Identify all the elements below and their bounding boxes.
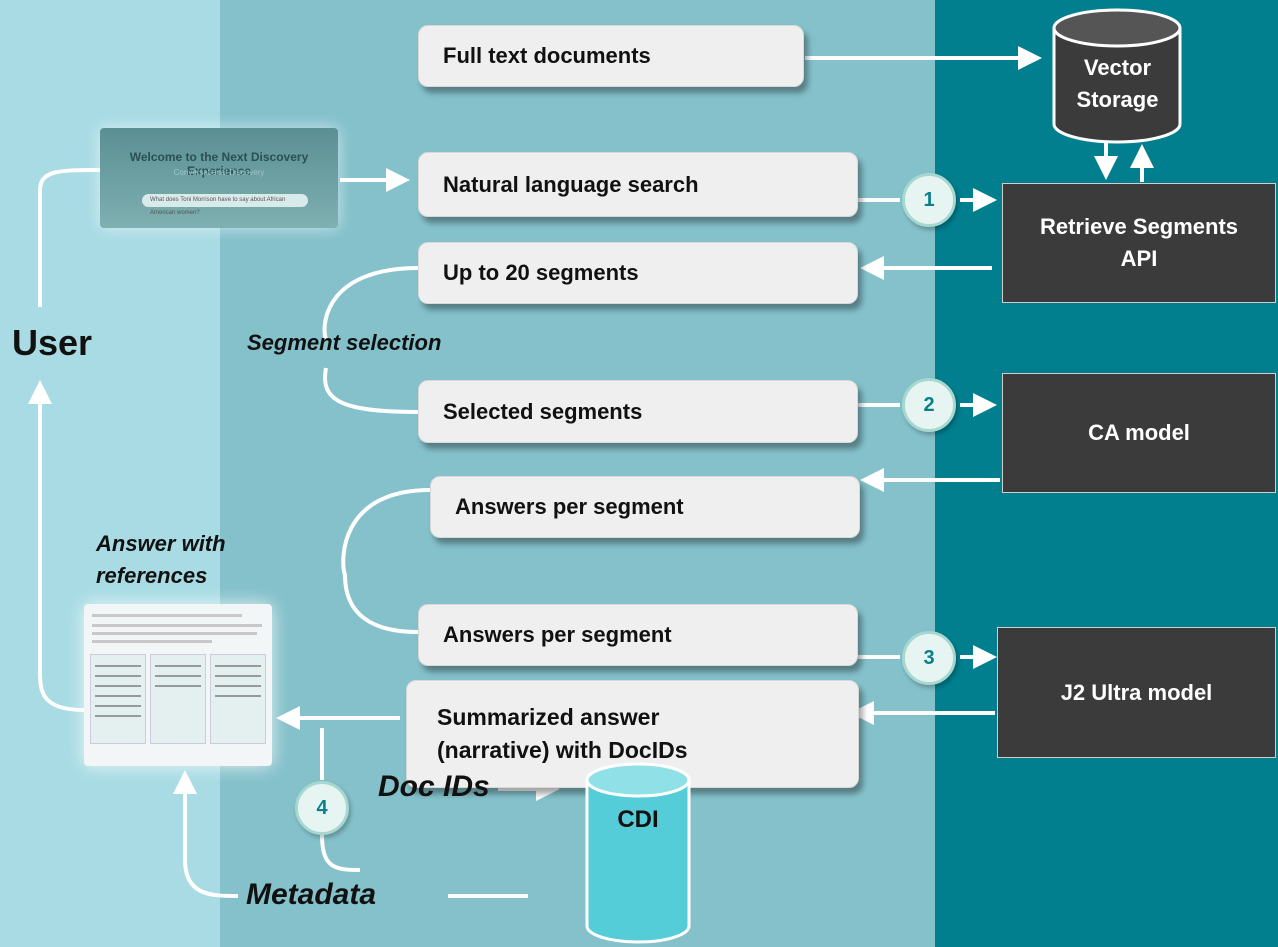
arrow-shot-user-up	[38, 168, 101, 307]
line-step4-docids	[320, 834, 361, 872]
answers-per-segment-box-2: Answers per segment	[418, 604, 858, 666]
user-label: User	[12, 322, 93, 363]
doc-ids-label: Doc IDs	[378, 770, 490, 803]
step-2-badge: 2	[902, 378, 956, 432]
answer-text-line	[92, 640, 212, 643]
answer-screenshot	[84, 604, 272, 766]
screenshot-query: What does Toni Morrison have to say abou…	[142, 194, 308, 216]
arrow-shot2-user	[28, 380, 85, 712]
j2-ultra-model-box: J2 Ultra model	[997, 627, 1276, 758]
answer-with-references-label: Answer with references	[96, 528, 226, 592]
cdi-label: CDI	[617, 806, 659, 833]
up-to-20-segments-box: Up to 20 segments	[418, 242, 858, 304]
screenshot-subtitle: Conversational Discovery	[173, 168, 265, 177]
discovery-screenshot: Welcome to the Next Discovery Experience…	[100, 128, 338, 228]
step-4-badge: 4	[295, 781, 349, 835]
answer-text-line	[92, 624, 262, 627]
answer-text-line	[92, 614, 242, 617]
full-text-documents-box: Full text documents	[418, 25, 804, 87]
natural-language-search-box: Natural language search	[418, 152, 858, 217]
vector-line-1: Vector	[1083, 55, 1152, 80]
vector-line-2: Storage	[1076, 86, 1159, 112]
arrow-metadata-shot	[173, 770, 239, 898]
answer-refs-line-1: Answer with	[96, 531, 226, 556]
ca-model-box: CA model	[1002, 373, 1276, 493]
retrieve-segments-api-box: Retrieve Segments API	[1002, 183, 1276, 303]
vector-storage-cylinder	[1052, 8, 1182, 144]
retrieve-line-2: API	[1120, 246, 1158, 271]
metadata-label: Metadata	[246, 878, 377, 911]
summarized-line-2: (narrative) with DocIDs	[437, 737, 688, 763]
selected-segments-box: Selected segments	[418, 380, 858, 443]
screenshot-title: Welcome to the Next Discovery Experience	[129, 150, 309, 178]
vector-storage-label: Vector Storage	[1050, 52, 1185, 116]
curve-answers	[341, 488, 431, 634]
step-3-badge: 3	[902, 631, 956, 685]
answer-refs-line-2: references	[96, 562, 208, 588]
reference-card	[210, 654, 266, 744]
answers-per-segment-box-1: Answers per segment	[430, 476, 860, 538]
retrieve-line-1: Retrieve Segments	[1039, 214, 1239, 240]
summarized-answer-box: Summarized answer (narrative) with DocID…	[406, 680, 859, 788]
reference-card	[150, 654, 206, 744]
segment-selection-label: Segment selection	[247, 330, 442, 355]
reference-card	[90, 654, 146, 744]
summarized-line-1: Summarized answer	[437, 703, 660, 730]
step-1-badge: 1	[902, 173, 956, 227]
answer-text-line	[92, 632, 257, 635]
curve-segment-selection	[322, 266, 419, 414]
cdi-cylinder	[585, 762, 691, 944]
